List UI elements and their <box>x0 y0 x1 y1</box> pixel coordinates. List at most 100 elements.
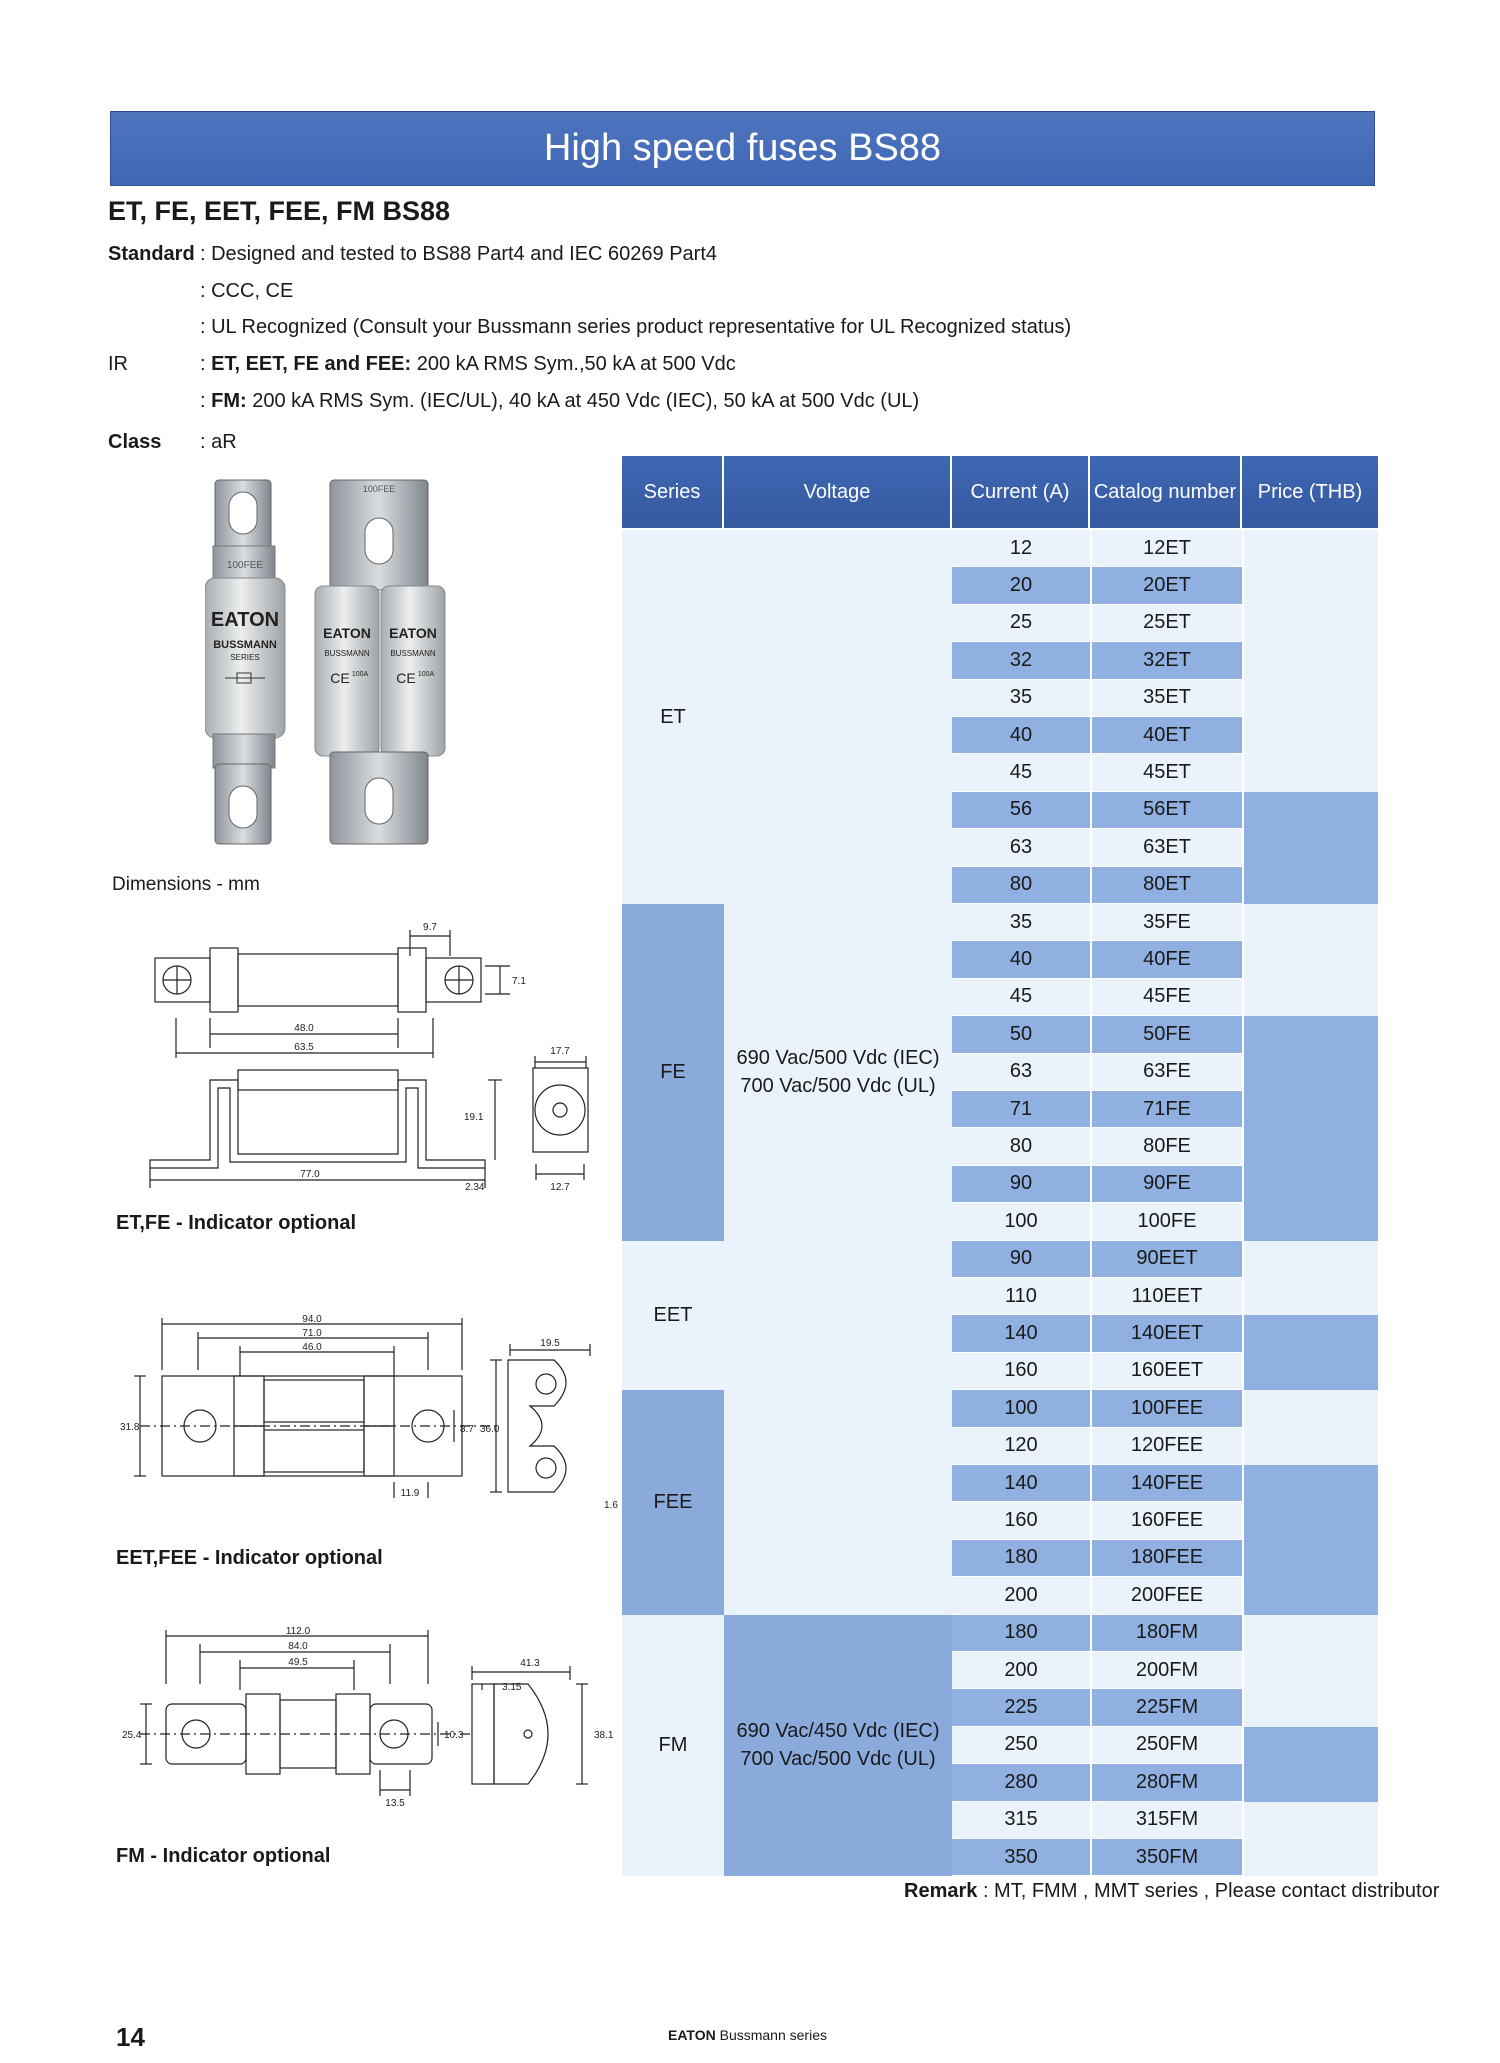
catalog-number-cell: 200FM <box>1090 1652 1242 1690</box>
current-cell: 40 <box>952 941 1090 979</box>
voltage-cell-fe: 690 Vac/500 Vdc (IEC) 700 Vac/500 Vdc (U… <box>724 904 952 1241</box>
class-label: Class <box>108 431 162 453</box>
header-series: Series <box>622 456 724 528</box>
rating-b: 100A <box>418 671 435 678</box>
header-voltage: Voltage <box>724 456 952 528</box>
dim-84-0: 84.0 <box>288 1641 308 1652</box>
dim-8-7: 8.7 <box>460 1424 474 1435</box>
page-banner: High speed fuses BS88 <box>110 111 1375 186</box>
current-cell: 25 <box>952 604 1090 643</box>
dim-19-5: 19.5 <box>540 1338 560 1349</box>
fuse2-label-text: 100FEE <box>363 484 396 494</box>
price-cell <box>1242 1801 1378 1877</box>
catalog-number-cell: 71FE <box>1090 1091 1242 1129</box>
current-cell: 90 <box>952 1165 1090 1204</box>
dim-3-15: 3.15 <box>502 1682 522 1693</box>
rating-a: 100A <box>352 671 369 678</box>
price-cell <box>1242 791 1378 904</box>
current-cell: 315 <box>952 1801 1090 1839</box>
price-cell <box>1242 1390 1378 1465</box>
et-fe-dimension-drawing: 9.7 7.1 48.0 63.5 17.7 19.1 77.0 2.34 12… <box>149 922 589 1193</box>
current-cell: 100 <box>952 1203 1090 1241</box>
current-cell: 200 <box>952 1652 1090 1690</box>
current-cell: 180 <box>952 1614 1090 1652</box>
current-cell: 160 <box>952 1352 1090 1391</box>
dimensions-title: Dimensions - mm <box>112 874 260 895</box>
voltage-cell-fee <box>724 1390 952 1615</box>
ir-label: IR <box>108 353 128 375</box>
catalog-number-cell: 40FE <box>1090 941 1242 979</box>
dim-12-7: 12.7 <box>550 1182 570 1193</box>
dim-46-0: 46.0 <box>302 1342 322 1353</box>
catalog-number-cell: 80FE <box>1090 1128 1242 1166</box>
catalog-number-cell: 63FE <box>1090 1053 1242 1091</box>
series-cell-fm: FM <box>622 1614 724 1877</box>
series-text: SERIES <box>230 653 259 662</box>
standard-line-2: : CCC, CE <box>200 280 294 302</box>
catalog-number-cell: 63ET <box>1090 829 1242 867</box>
catalog-number-cell: 315FM <box>1090 1801 1242 1839</box>
price-cell <box>1242 1726 1378 1802</box>
remark: Remark : MT, FMM , MMT series , Please c… <box>904 1880 1440 1902</box>
dim-94-0: 94.0 <box>302 1314 322 1325</box>
catalog-number-cell: 35ET <box>1090 679 1242 717</box>
catalog-number-cell: 225FM <box>1090 1689 1242 1727</box>
price-cell <box>1242 1465 1378 1615</box>
price-cell <box>1242 530 1378 792</box>
ir-line-1: : ET, EET, FE and FEE: 200 kA RMS Sym.,5… <box>200 353 736 375</box>
voltage-cell-et <box>724 530 952 904</box>
page-number: 14 <box>116 2022 145 2052</box>
catalog-number-cell: 280FM <box>1090 1764 1242 1802</box>
dim-2-34: 2.34 <box>465 1182 485 1193</box>
current-cell: 180 <box>952 1539 1090 1578</box>
current-cell: 100 <box>952 1390 1090 1428</box>
catalog-number-cell: 200FEE <box>1090 1577 1242 1615</box>
dim-7-1: 7.1 <box>512 976 526 987</box>
current-cell: 80 <box>952 866 1090 904</box>
et-fe-caption: ET,FE - Indicator optional <box>116 1212 356 1234</box>
catalog-number-cell: 40ET <box>1090 717 1242 755</box>
fm-caption: FM - Indicator optional <box>116 1845 331 1867</box>
current-cell: 35 <box>952 904 1090 942</box>
fuse-label-text: 100FEE <box>227 560 263 571</box>
bussmann-text-2a: BUSSMANN <box>324 649 370 658</box>
price-cell <box>1242 1016 1378 1241</box>
dim-112-0: 112.0 <box>286 1626 311 1637</box>
catalog-number-cell: 90FE <box>1090 1165 1242 1204</box>
price-cell <box>1242 1240 1378 1316</box>
header-current: Current (A) <box>952 456 1090 528</box>
dim-38-1: 38.1 <box>594 1730 614 1741</box>
current-cell: 12 <box>952 530 1090 568</box>
product-subtitle: ET, FE, EET, FEE, FM BS88 <box>108 196 451 226</box>
catalog-number-cell: 32ET <box>1090 642 1242 680</box>
catalog-number-cell: 45ET <box>1090 754 1242 792</box>
current-cell: 140 <box>952 1315 1090 1353</box>
current-cell: 140 <box>952 1465 1090 1503</box>
current-cell: 63 <box>952 1053 1090 1091</box>
dim-1-6: 1.6 <box>604 1500 618 1511</box>
current-cell: 56 <box>952 791 1090 830</box>
dim-10-3: 10.3 <box>444 1730 464 1741</box>
header-catalog-number: Catalog number <box>1090 456 1242 528</box>
series-cell-fe: FE <box>622 904 724 1241</box>
catalog-number-cell: 25ET <box>1090 604 1242 643</box>
catalog-number-cell: 56ET <box>1090 791 1242 830</box>
current-cell: 45 <box>952 754 1090 792</box>
dim-19-1: 19.1 <box>464 1112 484 1123</box>
eaton-logo: EATON <box>211 609 279 631</box>
header-price: Price (THB) <box>1242 456 1378 528</box>
dim-25-4: 25.4 <box>122 1730 142 1741</box>
catalog-number-cell: 80ET <box>1090 866 1242 904</box>
current-cell: 35 <box>952 679 1090 717</box>
price-cell <box>1242 1614 1378 1727</box>
fm-dimension-drawing: 112.0 84.0 49.5 41.3 3.15 25.4 10.3 38.1… <box>122 1626 614 1809</box>
catalog-number-cell: 160FEE <box>1090 1502 1242 1540</box>
catalog-number-cell: 180FM <box>1090 1614 1242 1652</box>
current-cell: 50 <box>952 1016 1090 1054</box>
dim-77-0: 77.0 <box>300 1169 320 1180</box>
catalog-number-cell: 100FEE <box>1090 1390 1242 1428</box>
standard-line-3: : UL Recognized (Consult your Bussmann s… <box>200 316 1072 338</box>
catalog-number-cell: 140EET <box>1090 1315 1242 1353</box>
current-cell: 225 <box>952 1689 1090 1727</box>
catalog-number-cell: 90EET <box>1090 1240 1242 1278</box>
